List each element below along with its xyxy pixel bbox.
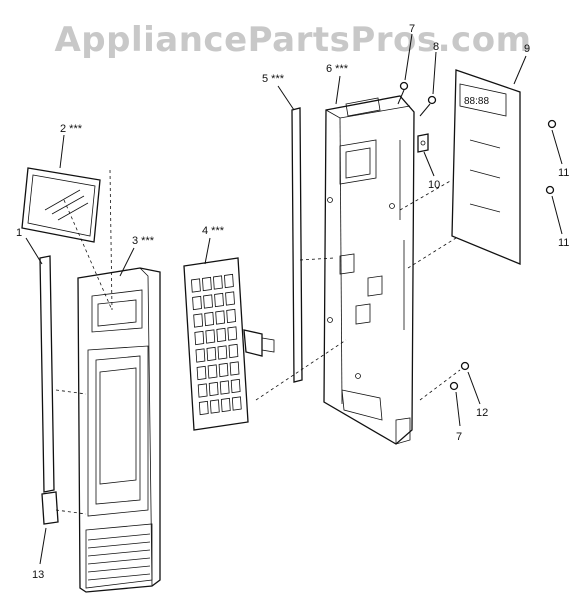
callout-5: 5 *** <box>262 73 285 85</box>
keypad-key <box>198 400 209 416</box>
keypad-key <box>197 383 208 398</box>
part-6-chassis <box>323 95 415 445</box>
screw-7-top <box>397 81 409 105</box>
keypad-key <box>202 276 212 292</box>
part-1-strip <box>39 255 55 493</box>
callout-12: 12 <box>476 407 488 419</box>
keypad-key <box>208 381 219 397</box>
keypad-key <box>206 346 217 362</box>
callout-8: 8 <box>433 41 439 53</box>
keypad-key <box>228 343 239 359</box>
keypad-keys <box>191 273 242 416</box>
keypad-key <box>214 292 224 308</box>
callout-4: 4 *** <box>202 225 225 237</box>
keypad-key <box>227 326 238 341</box>
callout-3: 3 *** <box>132 235 155 247</box>
part-2-window-glass <box>21 167 101 243</box>
keypad-key <box>225 291 235 306</box>
keypad-key <box>230 378 241 394</box>
keypad-key <box>213 275 223 290</box>
keypad-key <box>217 345 228 360</box>
keypad-key <box>231 396 242 411</box>
keypad-key <box>218 362 229 378</box>
part-9-display-board: 88:88 <box>451 69 521 265</box>
keypad-key <box>216 327 227 343</box>
part-5-bar <box>291 107 303 383</box>
keypad-key <box>203 294 213 309</box>
keypad-key <box>224 273 234 289</box>
keypad-key <box>220 397 231 413</box>
callout-7-bottom: 7 <box>456 431 462 443</box>
screw-7-bottom <box>449 381 459 391</box>
keypad-key <box>209 399 220 414</box>
callout-10: 10 <box>428 179 440 191</box>
callout-13: 13 <box>32 569 44 581</box>
keypad-key <box>215 310 226 325</box>
part-3-front-panel <box>77 267 161 593</box>
keypad-key <box>194 330 205 346</box>
part-4-keypad <box>183 257 275 431</box>
keypad-key <box>204 311 215 327</box>
part-13-plate <box>41 491 59 525</box>
callout-1: 1 <box>16 227 22 239</box>
leader-lines <box>25 33 563 565</box>
callout-11-upper: 11 <box>558 167 569 179</box>
keypad-key <box>205 329 216 344</box>
keypad-key <box>192 295 202 311</box>
screw-11-lower <box>545 185 555 195</box>
screw-11-upper <box>547 119 557 129</box>
callout-2: 2 *** <box>60 123 83 135</box>
keypad-key <box>229 361 240 376</box>
keypad-key <box>207 364 218 379</box>
screw-12 <box>460 361 470 371</box>
callout-labels: 2 *** 1 3 *** 4 *** 5 *** 6 *** 7 8 9 10… <box>16 23 569 581</box>
keypad-key <box>196 365 207 381</box>
callout-11-lower: 11 <box>558 237 569 249</box>
display-readout: 88:88 <box>464 96 489 107</box>
keypad-key <box>195 348 206 363</box>
keypad-key <box>191 278 201 293</box>
callout-9: 9 <box>524 43 530 55</box>
keypad-key <box>219 380 230 395</box>
part-10-bracket <box>417 133 429 153</box>
keypad-key <box>193 313 204 328</box>
screw-8 <box>419 95 437 117</box>
watermark: AppliancePartsPros.com <box>54 20 532 60</box>
keypad-key <box>226 308 237 324</box>
callout-7-top: 7 <box>409 23 415 35</box>
callout-6: 6 *** <box>326 63 349 75</box>
